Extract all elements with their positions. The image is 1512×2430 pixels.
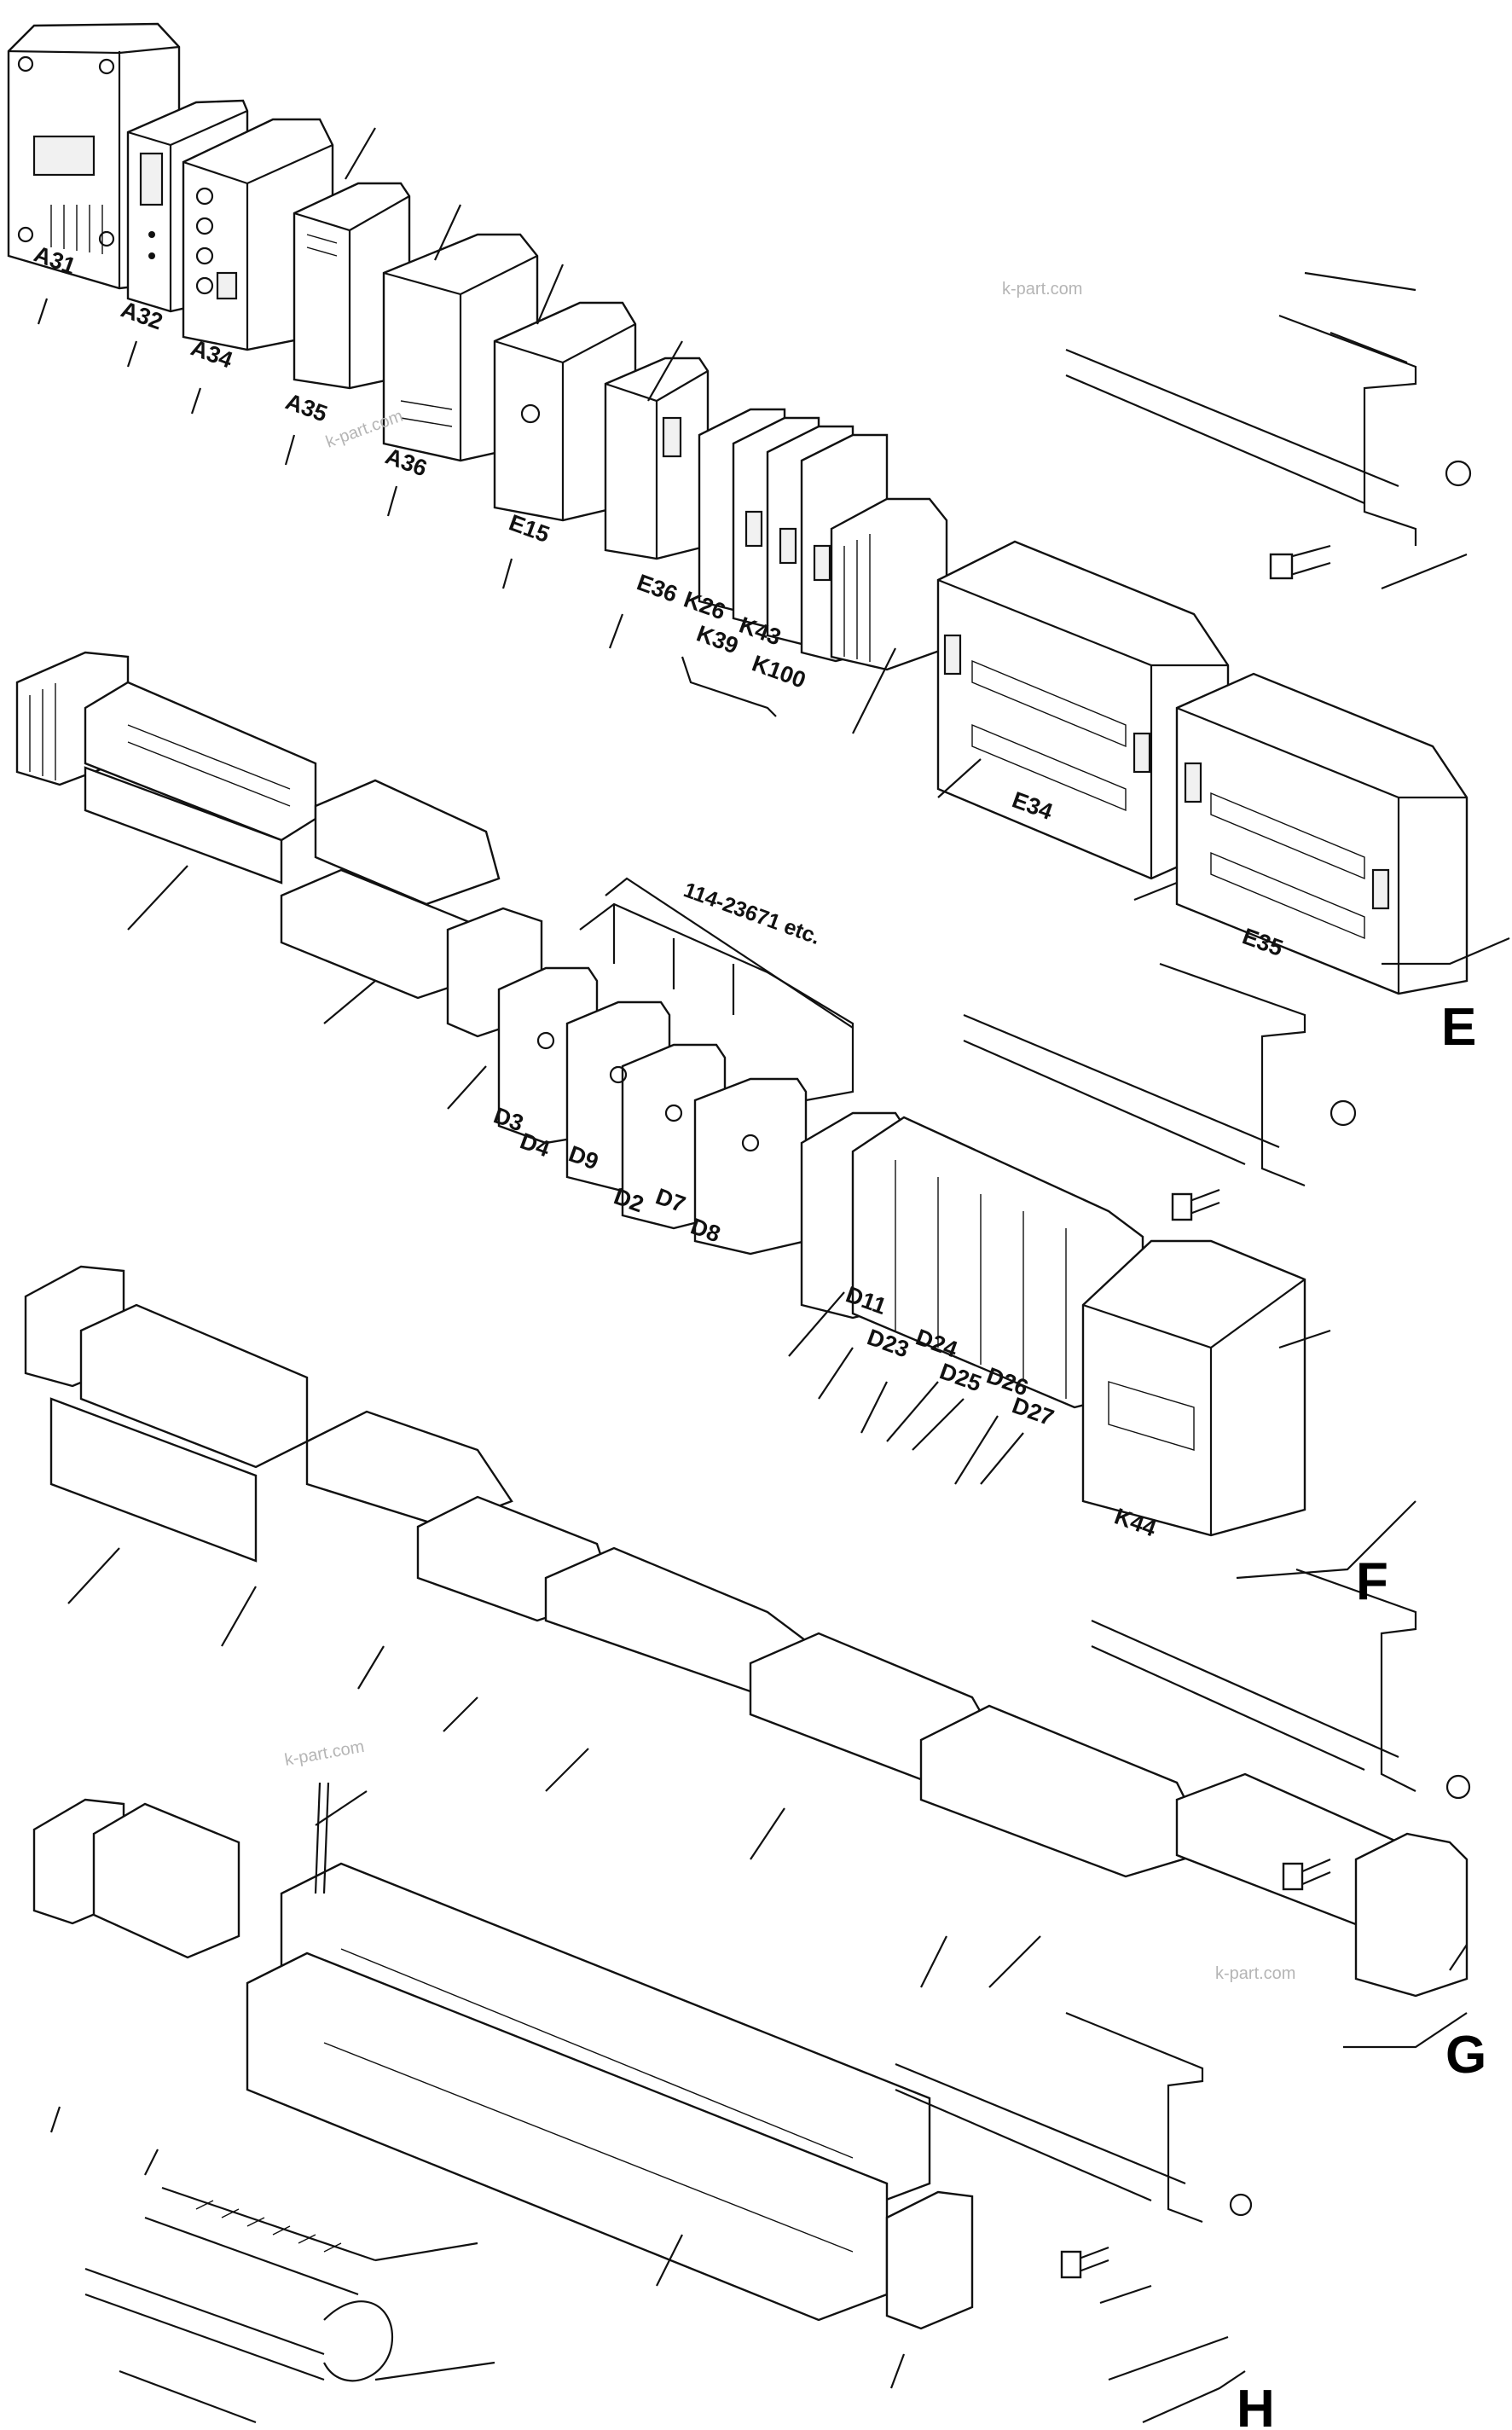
terminal-stack-e	[830, 497, 948, 671]
group-label-f: F	[1356, 1552, 1388, 1611]
label-k100: K100	[749, 650, 809, 693]
group-label-e: E	[1441, 998, 1476, 1057]
watermark-1: k-part.com	[1002, 280, 1082, 299]
part-e36	[604, 357, 710, 560]
group-labels: E F G H	[1237, 998, 1486, 2430]
row-e	[7, 22, 1510, 995]
group-label-g: G	[1445, 2026, 1486, 2085]
terminal-strip-g	[24, 1265, 1469, 1998]
din-rail-h	[895, 2011, 1253, 2279]
part-a35	[293, 182, 411, 390]
label-note: 114-23671 etc.	[681, 878, 824, 949]
din-rail-e	[1065, 314, 1472, 580]
d-modules	[497, 902, 854, 1256]
row-g	[24, 1265, 1471, 2049]
part-e34	[936, 540, 1230, 880]
label-k39: K39	[693, 620, 742, 658]
terminal-strip-f-left	[15, 651, 317, 884]
part-k44	[1081, 1239, 1306, 1537]
terminal-strip-h	[32, 1782, 974, 2330]
din-rail-f	[963, 962, 1357, 1221]
watermark-4: k-part.com	[1215, 1964, 1295, 1983]
row-h	[32, 1782, 1253, 2424]
row-f	[15, 651, 1416, 1580]
din-rail-g	[1091, 1568, 1471, 1891]
group-label-h: H	[1237, 2380, 1275, 2430]
label-a35: A35	[282, 388, 331, 426]
watermark-3: k-part.com	[283, 1737, 366, 1770]
part-e35	[1175, 672, 1469, 995]
label-e36: E36	[634, 569, 681, 607]
cable-duct	[84, 2186, 394, 2424]
label-d27: D27	[1009, 1392, 1057, 1430]
